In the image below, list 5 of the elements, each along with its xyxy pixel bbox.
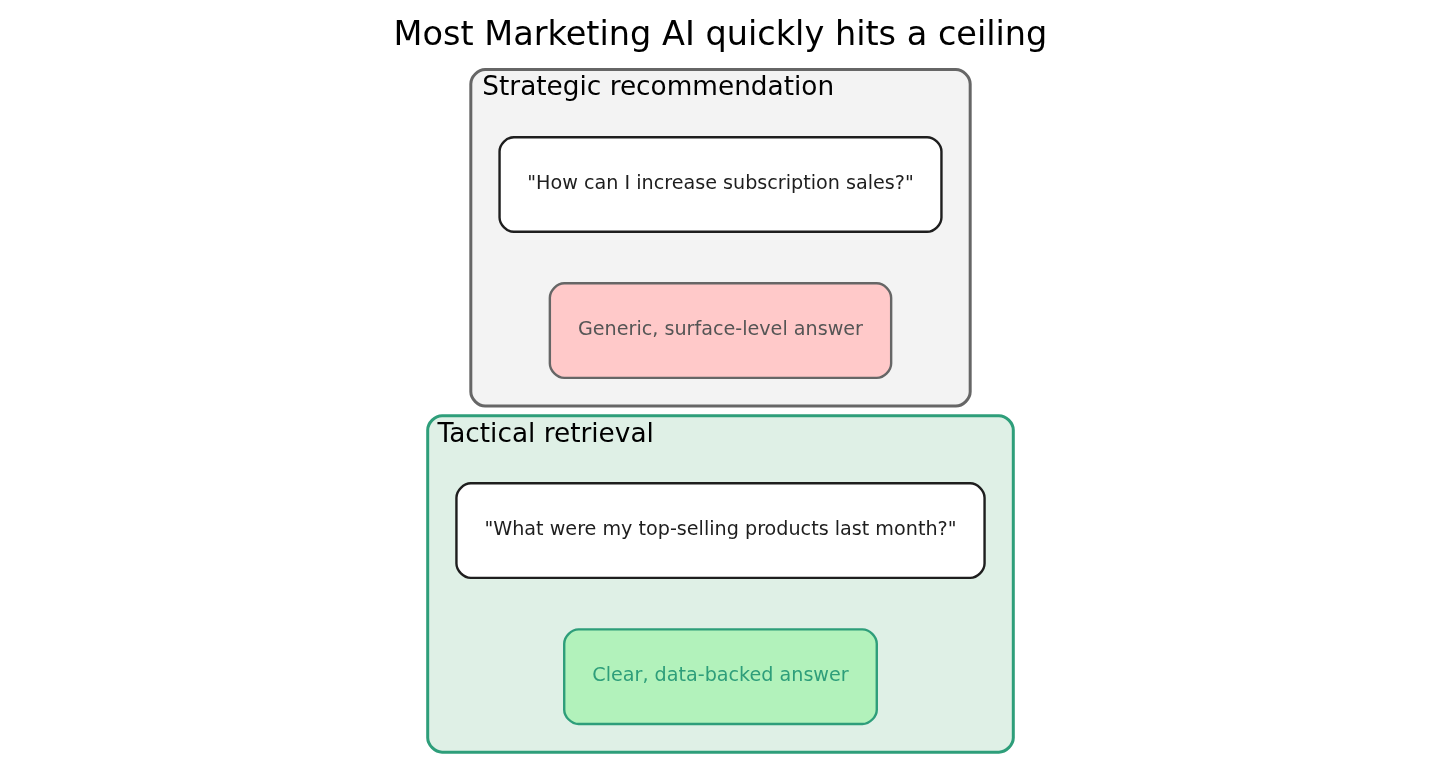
node-box: Clear, data-backed answer <box>562 628 878 726</box>
node-box: "How can I increase subscription sales?" <box>497 136 943 233</box>
node-box: Generic, surface-level answer <box>548 282 892 380</box>
diagram-title: Most Marketing AI quickly hits a ceiling <box>393 13 1047 53</box>
node-box: "What were my top-selling products last month?" <box>454 482 986 580</box>
